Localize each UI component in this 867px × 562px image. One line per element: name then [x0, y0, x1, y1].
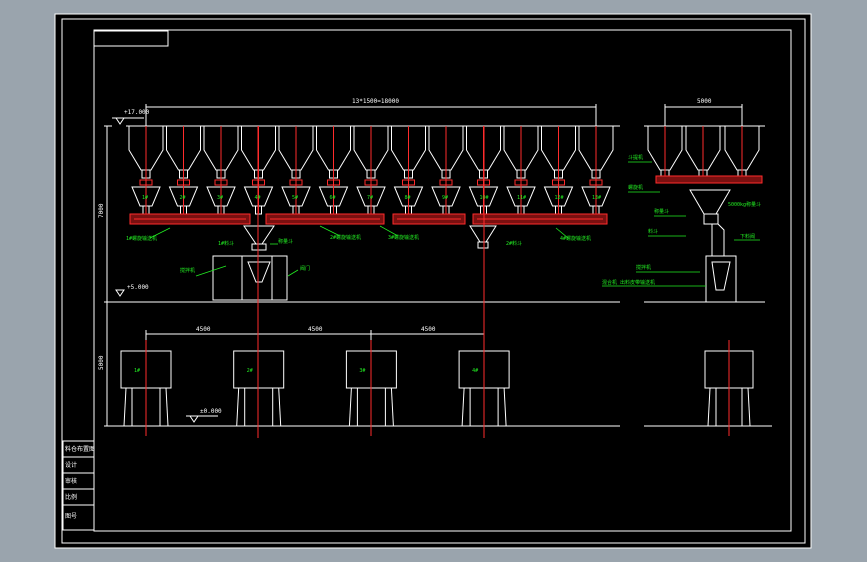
silo-label: 11# — [517, 195, 526, 201]
spacing-label-3: 4500 — [421, 326, 436, 333]
annotation-right-8: 混合机 出料皮带输送机 — [602, 279, 706, 287]
silo: 9# — [428, 125, 464, 215]
annotation-scale-1: 称量斗 — [270, 238, 293, 245]
top-span-label: 13*1500=18000 — [352, 98, 399, 105]
title-block-drawing-no: 图号 — [65, 513, 77, 520]
silo-label: 3# — [217, 195, 223, 201]
svg-text:+17.000: +17.000 — [124, 109, 150, 116]
silo-row: 1#2#3#4#5#6#7#8#9#10#11#12#13# — [128, 125, 614, 215]
top-dimension: 13*1500=18000 — [145, 98, 597, 126]
silo: 5# — [278, 125, 314, 215]
screw-conveyor-2 — [265, 213, 385, 225]
title-block-checker: 审核 — [65, 477, 77, 485]
right-silo-row — [647, 125, 760, 180]
annotation-right-5: 料斗 — [648, 228, 686, 237]
svg-text:3#螺旋输送机: 3#螺旋输送机 — [388, 234, 419, 241]
mixer-label: 4# — [472, 368, 478, 374]
svg-text:2#螺旋输送机: 2#螺旋输送机 — [330, 234, 361, 241]
silo: 1# — [128, 125, 164, 215]
height-lower-label: 5000 — [98, 355, 105, 370]
svg-text:±0.000: ±0.000 — [200, 408, 222, 415]
annotation-right-1: 斗提机 — [628, 154, 652, 163]
mixer-label: 3# — [359, 368, 365, 374]
annotation-conveyor-1: 1#螺旋输送机 — [126, 227, 171, 242]
svg-text:料斗: 料斗 — [648, 228, 658, 235]
svg-text:阀门: 阀门 — [300, 265, 310, 272]
height-upper-label: 7000 — [98, 203, 105, 218]
inner-frame — [93, 29, 792, 532]
silo-label: 8# — [405, 195, 411, 201]
svg-text:1#料斗: 1#料斗 — [218, 240, 234, 247]
title-block: 料仓布置图 设计 审核 比例 图号 — [62, 440, 95, 531]
svg-text:下料阀: 下料阀 — [740, 233, 755, 240]
svg-text:5000kg称量斗: 5000kg称量斗 — [728, 201, 761, 208]
annotation-right-7: 搅拌机 — [636, 264, 700, 273]
silo-label: 6# — [330, 195, 336, 201]
annotation-right-3: 5000kg称量斗 — [728, 201, 761, 208]
svg-text:搅拌机: 搅拌机 — [636, 264, 651, 271]
elevation-ground: ±0.000 — [186, 408, 222, 423]
silo-label: 1# — [142, 195, 148, 201]
spacing-label-1: 4500 — [196, 326, 211, 333]
svg-text:1#螺旋输送机: 1#螺旋输送机 — [126, 235, 157, 242]
annotation-right-6: 下料阀 — [734, 233, 760, 241]
annotation-conveyor-2: 2#螺旋输送机 — [319, 225, 361, 241]
title-block-name: 料仓布置图 — [65, 445, 95, 453]
annotation-hopper-2: 2#料斗 — [506, 240, 522, 247]
silo-label: 13# — [592, 195, 601, 201]
right-span-label: 5000 — [697, 98, 712, 105]
svg-text:斗提机: 斗提机 — [628, 154, 643, 161]
mixer-unit: 3# — [345, 350, 397, 427]
silo-label: 7# — [367, 195, 373, 201]
collect-hopper-2 — [469, 225, 497, 249]
elevation-mid: +5.000 — [115, 284, 149, 297]
annotation-mixer-1: 搅拌机 — [180, 265, 227, 277]
svg-text:搅拌机: 搅拌机 — [180, 267, 195, 274]
silo: 8# — [391, 125, 426, 215]
silo-label: 9# — [442, 195, 448, 201]
screw-conveyor-1 — [129, 213, 251, 225]
annotation-right-4: 称量斗 — [654, 208, 686, 217]
title-tag-box — [93, 30, 169, 47]
outer-frame — [61, 18, 806, 544]
silo-label: 5# — [292, 195, 298, 201]
mixer-label: 1# — [134, 368, 140, 374]
drawing-sheet — [54, 13, 812, 549]
silo: 12# — [541, 125, 576, 215]
spacing-label-2: 4500 — [308, 326, 323, 333]
screw-conveyor-3 — [392, 213, 466, 225]
annotation-valve-1: 阀门 — [287, 265, 310, 277]
annotation-conveyor-4: 4#螺旋输送机 — [555, 227, 591, 242]
silo: 13# — [578, 125, 614, 215]
svg-text:+5.000: +5.000 — [127, 284, 149, 291]
silo: 3# — [203, 125, 239, 215]
svg-text:4#螺旋输送机: 4#螺旋输送机 — [560, 235, 591, 242]
svg-text:称量斗: 称量斗 — [654, 208, 669, 215]
screw-conveyor-4 — [472, 213, 608, 225]
mixer-station — [212, 255, 288, 301]
svg-text:混合机 出料皮带输送机: 混合机 出料皮带输送机 — [602, 279, 655, 286]
silo: 11# — [503, 125, 539, 215]
right-silo — [685, 125, 721, 180]
annotation-right-2: 螺旋机 — [628, 184, 660, 193]
annotation-hopper-1: 1#料斗 — [218, 240, 234, 247]
annotation-conveyor-3: 3#螺旋输送机 — [379, 225, 419, 241]
mixer-unit: 2# — [233, 350, 285, 427]
silo-label: 12# — [555, 195, 564, 201]
svg-text:螺旋机: 螺旋机 — [628, 184, 643, 191]
svg-text:2#料斗: 2#料斗 — [506, 240, 522, 247]
svg-text:称量斗: 称量斗 — [278, 238, 293, 245]
mixer-label: 2# — [247, 368, 253, 374]
elevation-top: +17.000 — [112, 109, 150, 125]
right-process — [655, 175, 763, 303]
title-block-scale: 比例 — [65, 493, 77, 501]
right-dimension: 5000 — [664, 98, 743, 126]
collect-hopper-1 — [243, 225, 275, 251]
silo-label: 2# — [180, 195, 186, 201]
title-block-designer: 设计 — [65, 461, 77, 469]
